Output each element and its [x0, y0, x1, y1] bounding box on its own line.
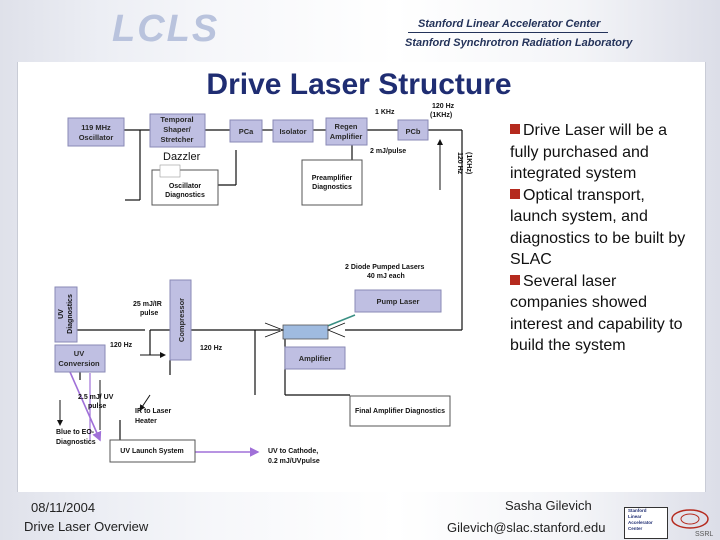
svg-text:40 mJ each: 40 mJ each	[367, 273, 405, 280]
bullet-list: Drive Laser will be a fully purchased an…	[510, 120, 695, 357]
rate-120hz-side-label: 120 Hz	[456, 152, 463, 175]
oscillator-label: 119 MHz	[81, 123, 111, 132]
footer-date: 08/11/2004	[31, 500, 96, 515]
svg-text:Oscillator: Oscillator	[79, 133, 114, 142]
svg-text:pulse: pulse	[88, 403, 106, 410]
bullet-item: Optical transport, launch system, and di…	[510, 186, 686, 268]
uv-launch-label: UV Launch System	[120, 448, 183, 455]
bullet-square-icon	[510, 124, 520, 134]
svg-text:0.2 mJ/UVpulse: 0.2 mJ/UVpulse	[268, 458, 320, 465]
svg-text:(1KHz): (1KHz)	[465, 152, 472, 174]
rate-120hz-top-label: 120 Hz	[432, 103, 455, 110]
svg-text:(1KHz): (1KHz)	[430, 112, 452, 119]
isolator-label: Isolator	[279, 127, 306, 136]
lcls-logo: LCLS	[112, 8, 220, 50]
uv-pulse-label: 2.5 mJ/ UV	[78, 394, 114, 401]
header-divider	[408, 32, 608, 33]
amplifier-label: Amplifier	[299, 354, 332, 363]
ssrl-logo: SSRL	[671, 509, 713, 538]
svg-text:Conversion: Conversion	[58, 359, 100, 368]
svg-text:Diagnostics: Diagnostics	[165, 192, 205, 199]
rate-1khz-label: 1 KHz	[375, 109, 395, 116]
ir-heater-label: IR to Laser	[135, 408, 171, 415]
slac-logo: Stanford Linear Accelerator Center	[624, 507, 668, 539]
dazzler-label: Dazzler	[163, 151, 201, 163]
compressor-label: Compressor	[177, 298, 186, 342]
final-amp-diagnostics-label: Final Amplifier Diagnostics	[355, 408, 445, 415]
pump-laser-label: Pump Laser	[377, 297, 420, 306]
footer-email: Gilevich@slac.stanford.edu	[447, 520, 606, 535]
svg-text:Stretcher: Stretcher	[161, 135, 194, 144]
regen-label: Regen	[335, 122, 358, 131]
oscillator-diagnostics-label: Oscillator	[169, 183, 202, 190]
svg-text:SSRL: SSRL	[695, 531, 713, 538]
bullet-item: Several laser companies showed interest …	[510, 272, 683, 354]
blue-eo-label: Blue to EO-	[56, 429, 95, 436]
bullet-square-icon	[510, 274, 520, 285]
svg-text:Amplifier: Amplifier	[330, 132, 363, 141]
bullet-square-icon	[510, 188, 520, 199]
uv-conversion-label: UV	[74, 349, 84, 358]
ssrl-name: Stanford Synchrotron Radiation Laborator…	[405, 37, 633, 49]
preamp-diagnostics-label: Preamplifier	[312, 175, 353, 182]
svg-text:pulse: pulse	[140, 310, 158, 317]
svg-text:Diagnostics: Diagnostics	[67, 294, 74, 334]
bullet-item: Drive Laser will be a fully purchased an…	[510, 122, 668, 182]
uv-diagnostics-label: UV	[58, 309, 65, 319]
rate-120hz-comp-label: 120 Hz	[200, 345, 223, 352]
footer-talk-title: Drive Laser Overview	[24, 519, 149, 534]
slac-name: Stanford Linear Accelerator Center	[418, 18, 601, 30]
shaper-label: Temporal	[160, 115, 193, 124]
ir-pulse-label: 25 mJ/IR	[133, 301, 162, 308]
mj-pulse-label: 2 mJ/pulse	[370, 148, 406, 155]
slide-header: LCLS Stanford Linear Accelerator Center …	[0, 0, 720, 60]
svg-text:Diagnostics: Diagnostics	[312, 184, 352, 191]
pcb-label: PCb	[406, 127, 421, 136]
footer-author: Sasha Gilevich	[505, 498, 592, 513]
pca-label: PCa	[239, 127, 254, 136]
svg-text:Shaper/: Shaper/	[163, 125, 191, 134]
slide-title: Drive Laser Structure	[206, 68, 512, 101]
diode-lasers-label: 2 Diode Pumped Lasers	[345, 264, 424, 271]
svg-text:Heater: Heater	[135, 418, 157, 425]
rate-120hz-left-label: 120 Hz	[110, 342, 133, 349]
uv-cathode-label: UV to Cathode,	[268, 448, 318, 455]
svg-text:Diagnostics: Diagnostics	[56, 439, 96, 446]
